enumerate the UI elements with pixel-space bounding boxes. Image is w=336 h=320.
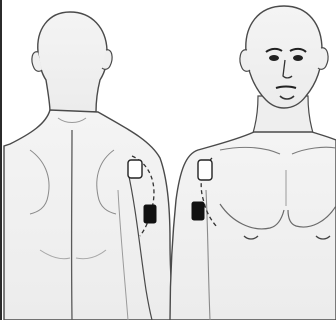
front-view-figure [170,6,336,320]
front-white-electrode [198,160,212,180]
frame-left-edge [0,0,2,320]
front-black-electrode [192,202,204,220]
front-head [246,6,322,108]
back-black-electrode [144,205,156,223]
back-head [38,12,107,112]
front-right-eye [293,55,303,61]
back-white-electrode [128,160,142,178]
front-left-eye [269,55,279,61]
back-view-figure [4,12,176,320]
